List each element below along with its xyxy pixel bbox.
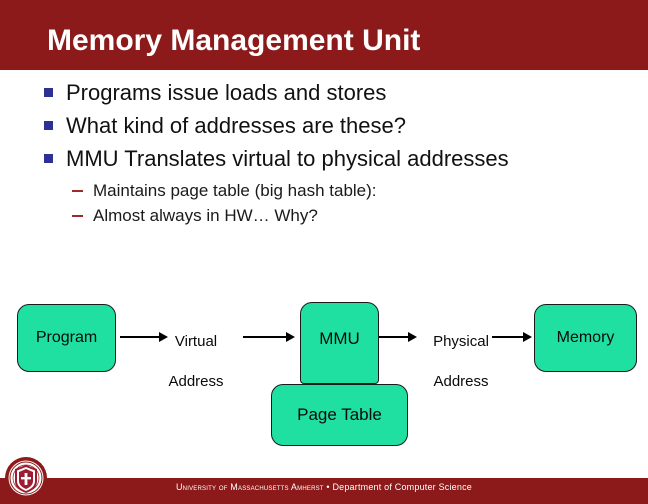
diagram-box-label: MMU <box>319 329 360 348</box>
diagram-label-virtual-address: Virtual Address <box>150 312 242 412</box>
square-bullet-icon <box>44 88 53 97</box>
bullet-item: MMU Translates virtual to physical addre… <box>0 144 648 173</box>
diagram-box-label: Memory <box>556 329 615 346</box>
arrow-head <box>523 332 532 342</box>
mmu-flow-diagram: Program Virtual Address MMU Page Table P… <box>0 290 648 460</box>
footer-university: University of Massachusetts Amherst <box>175 482 324 492</box>
virtual-address-line2: Address <box>168 373 224 390</box>
sub-bullet-label: Maintains page table (big hash table): <box>93 181 377 200</box>
title-banner <box>0 0 648 70</box>
page-title: Memory Management Unit <box>47 24 421 57</box>
bullet-item: What kind of addresses are these? <box>0 111 648 140</box>
bullet-label: What kind of addresses are these? <box>66 113 406 138</box>
arrow-virtual-address-to-mmu <box>243 332 295 342</box>
footer-separator: • <box>326 482 330 492</box>
diagram-box-program: Program <box>17 304 116 372</box>
diagram-box-memory: Memory <box>534 304 637 372</box>
arrow-head <box>408 332 417 342</box>
physical-address-line1: Physical <box>433 333 489 350</box>
bullet-item: Programs issue loads and stores <box>0 78 648 107</box>
arrow-program-to-virtual-address <box>120 332 168 342</box>
diagram-box-mmu: MMU <box>300 302 379 384</box>
diagram-box-label: Program <box>35 329 98 346</box>
diagram-box-page-table: Page Table <box>271 384 408 446</box>
footer-bar <box>0 478 648 504</box>
slide-body: Programs issue loads and stores What kin… <box>0 78 648 229</box>
physical-address-line2: Address <box>433 373 489 390</box>
arrow-shaft <box>120 336 160 338</box>
footer-text: University of Massachusetts Amherst • De… <box>0 482 648 492</box>
umass-seal-logo <box>5 457 47 499</box>
arrow-shaft <box>492 336 524 338</box>
virtual-address-line1: Virtual <box>174 333 218 350</box>
diagram-box-label: Page Table <box>297 405 382 424</box>
bullet-label: Programs issue loads and stores <box>66 80 387 105</box>
sub-bullet-item: Almost always in HW… Why? <box>0 204 648 227</box>
dash-bullet-icon <box>72 215 83 217</box>
arrow-shaft <box>243 336 287 338</box>
arrow-physical-address-to-memory <box>492 332 532 342</box>
arrow-mmu-to-physical-address <box>379 332 417 342</box>
square-bullet-icon <box>44 121 53 130</box>
sub-bullet-label: Almost always in HW… Why? <box>93 206 318 225</box>
arrow-head <box>159 332 168 342</box>
square-bullet-icon <box>44 154 53 163</box>
bullet-label: MMU Translates virtual to physical addre… <box>66 146 509 171</box>
sub-bullet-item: Maintains page table (big hash table): <box>0 179 648 202</box>
diagram-label-physical-address: Physical Address <box>415 312 507 412</box>
sub-bullet-list: Maintains page table (big hash table): A… <box>0 179 648 227</box>
arrow-shaft <box>379 336 409 338</box>
dash-bullet-icon <box>72 190 83 192</box>
footer-department: Department of Computer Science <box>332 482 473 492</box>
arrow-head <box>286 332 295 342</box>
